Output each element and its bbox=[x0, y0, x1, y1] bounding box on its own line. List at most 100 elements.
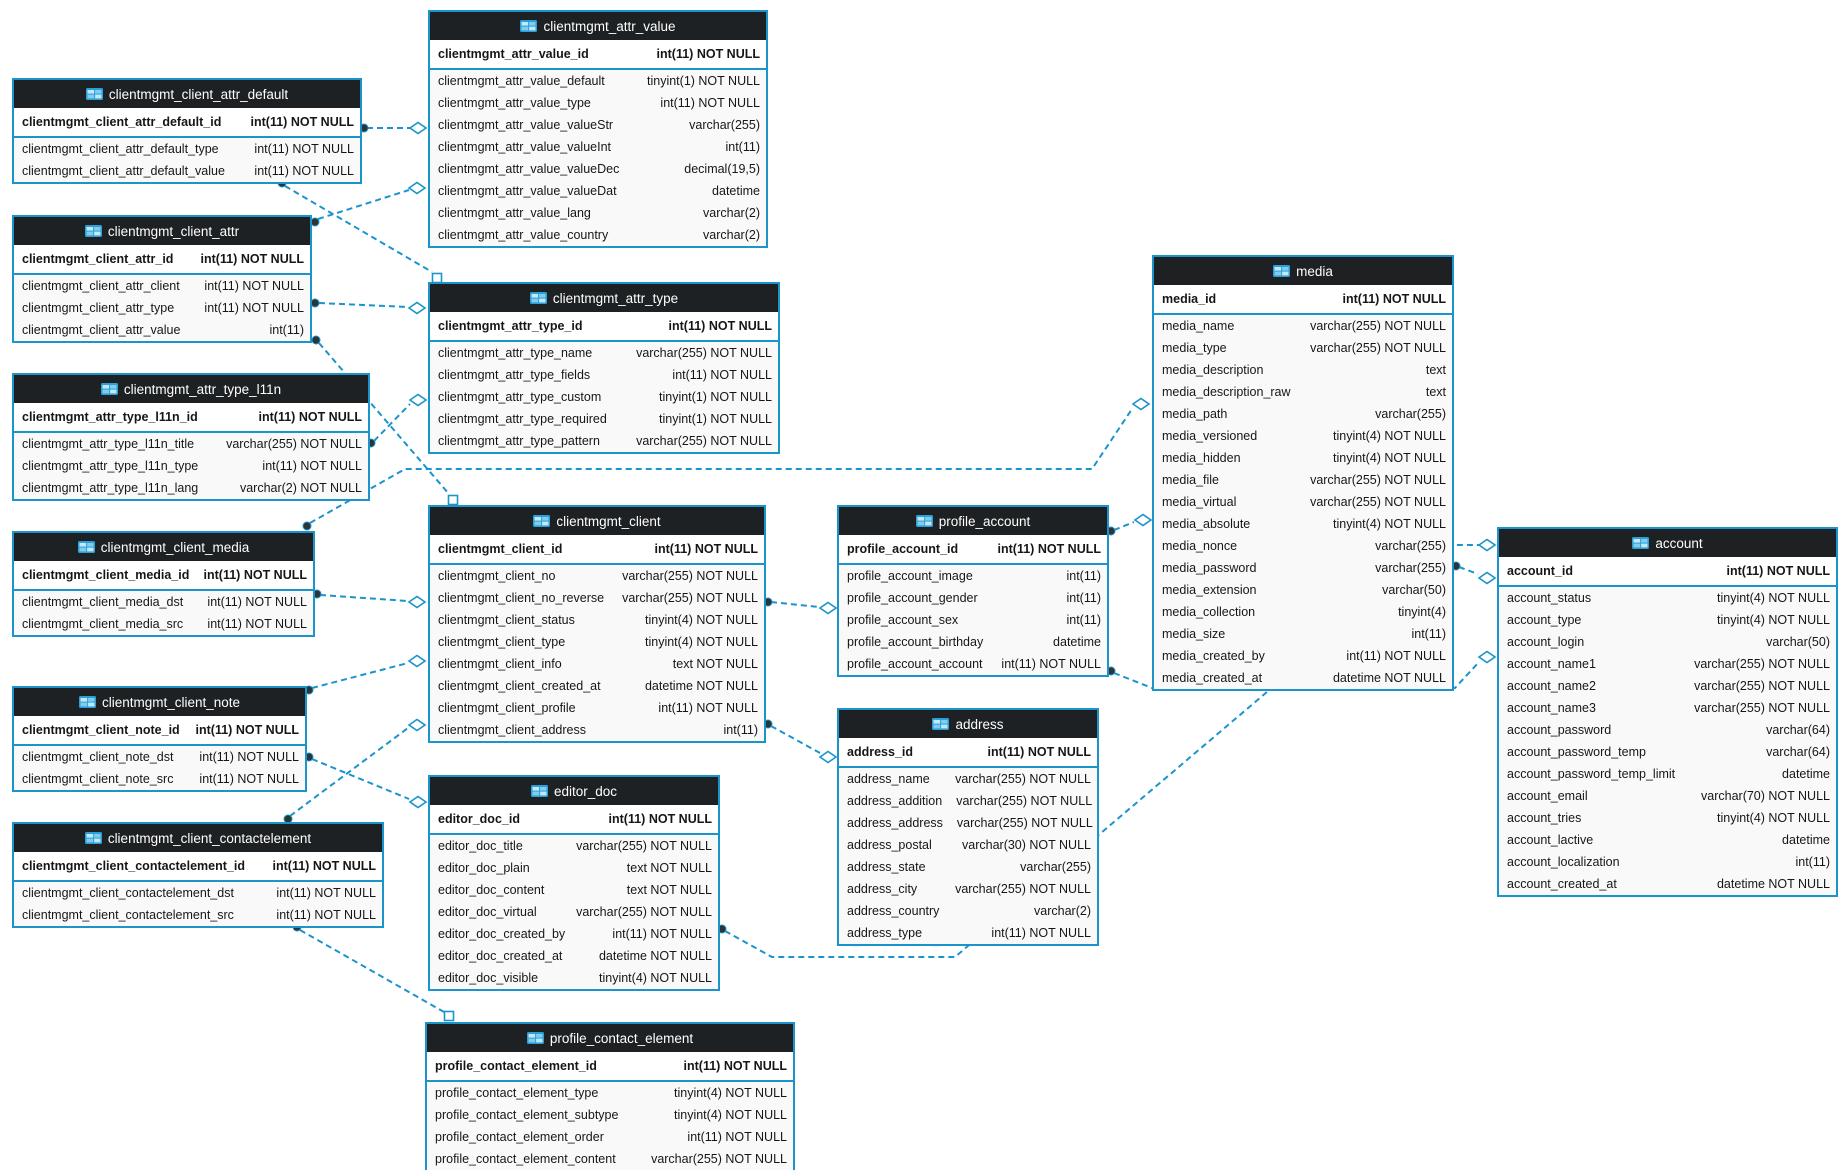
column-type: tinyint(4) NOT NULL bbox=[1717, 590, 1830, 605]
relationship-clientmgmt_client_attr--clientmgmt_client[interactable] bbox=[311, 335, 459, 506]
table-clientmgmt_client_media[interactable]: clientmgmt_client_media clientmgmt_client… bbox=[12, 531, 315, 637]
relationship-line[interactable] bbox=[373, 403, 411, 442]
primary-key-type: int(11) NOT NULL bbox=[1342, 291, 1446, 306]
relationship-line[interactable] bbox=[289, 727, 409, 817]
relationship-clientmgmt_client_attr_default--clientmgmt_attr_value[interactable] bbox=[359, 121, 428, 135]
column-type: varchar(2) bbox=[703, 205, 760, 220]
table-header[interactable]: clientmgmt_client_attr_default bbox=[14, 80, 360, 108]
table-header[interactable]: media bbox=[1154, 257, 1452, 285]
column-type: text bbox=[1425, 384, 1446, 399]
column-name: profile_account_account bbox=[847, 656, 983, 671]
table-header[interactable]: profile_account bbox=[839, 507, 1107, 535]
column-name: media_name bbox=[1162, 318, 1235, 333]
relationship-clientmgmt_client_note--editor_doc[interactable] bbox=[304, 752, 428, 809]
relationship-clientmgmt_client--address[interactable] bbox=[763, 719, 838, 764]
column-type: varchar(255) bbox=[1020, 859, 1091, 874]
column-name: clientmgmt_attr_value_valueStr bbox=[438, 117, 614, 132]
relationship-line[interactable] bbox=[1113, 521, 1135, 531]
column-type: tinyint(4) NOT NULL bbox=[1333, 428, 1446, 443]
table-title: account bbox=[1655, 535, 1703, 551]
relationship-line[interactable] bbox=[1458, 566, 1479, 575]
relationship-clientmgmt_client_attr--clientmgmt_attr_value[interactable] bbox=[310, 181, 427, 227]
column-name: editor_doc_plain bbox=[438, 860, 530, 875]
table-header[interactable]: address bbox=[839, 710, 1097, 738]
relationship-clientmgmt_client_attr--clientmgmt_attr_type[interactable] bbox=[310, 298, 427, 315]
relationship-line[interactable] bbox=[311, 758, 410, 800]
table-clientmgmt_attr_type[interactable]: clientmgmt_attr_type clientmgmt_attr_type… bbox=[428, 282, 780, 454]
column-type: int(11) NOT NULL bbox=[612, 926, 712, 941]
table-header[interactable]: account bbox=[1499, 529, 1836, 557]
table-header[interactable]: clientmgmt_client_contactelement bbox=[14, 824, 382, 852]
table-header[interactable]: clientmgmt_attr_type_l11n bbox=[14, 375, 368, 403]
column-name: clientmgmt_attr_type_pattern bbox=[438, 433, 600, 448]
relationship-line[interactable] bbox=[317, 189, 410, 220]
column-type: varchar(255) NOT NULL bbox=[1310, 472, 1446, 487]
primary-key-type: int(11) NOT NULL bbox=[668, 318, 772, 333]
relationship-line[interactable] bbox=[318, 302, 409, 308]
relationship-line[interactable] bbox=[319, 594, 409, 602]
relationship-editor_doc--account[interactable] bbox=[717, 538, 1497, 958]
relationship-clientmgmt_client_media--clientmgmt_client[interactable] bbox=[312, 589, 427, 609]
relationship-line[interactable] bbox=[311, 662, 409, 689]
diamond-connector-icon bbox=[407, 718, 427, 732]
column-type: varchar(255) NOT NULL bbox=[1694, 700, 1830, 715]
relationship-profile_account--media[interactable] bbox=[1106, 513, 1153, 536]
table-clientmgmt_attr_value[interactable]: clientmgmt_attr_value clientmgmt_attr_val… bbox=[428, 10, 768, 248]
column-name: address_state bbox=[847, 859, 926, 874]
relationship-line[interactable] bbox=[770, 725, 821, 754]
column-type: varchar(255) NOT NULL bbox=[576, 904, 712, 919]
relationship-line[interactable] bbox=[770, 601, 820, 608]
column-name: media_password bbox=[1162, 560, 1257, 575]
table-header[interactable]: editor_doc bbox=[430, 777, 718, 805]
column-type: varchar(30) NOT NULL bbox=[962, 837, 1091, 852]
relationship-line[interactable] bbox=[318, 342, 450, 495]
table-title: profile_account bbox=[938, 513, 1031, 529]
relationship-clientmgmt_client--profile_account[interactable] bbox=[763, 597, 838, 615]
column-type: int(11) bbox=[723, 722, 758, 737]
table-clientmgmt_client_note[interactable]: clientmgmt_client_note clientmgmt_client_… bbox=[12, 686, 307, 792]
column-name: clientmgmt_attr_value_type bbox=[438, 95, 591, 110]
column-type: datetime bbox=[1782, 766, 1830, 781]
relationship-line[interactable] bbox=[299, 929, 445, 1013]
table-header[interactable]: clientmgmt_client_attr bbox=[14, 217, 310, 245]
primary-key-type: int(11) NOT NULL bbox=[987, 744, 1091, 759]
table-header[interactable]: clientmgmt_attr_type bbox=[430, 284, 778, 312]
table-header[interactable]: clientmgmt_client_media bbox=[14, 533, 313, 561]
column-name: media_virtual bbox=[1162, 494, 1237, 509]
relationship-clientmgmt_client_contactelement--clientmgmt_client[interactable] bbox=[283, 718, 427, 824]
table-header[interactable]: profile_contact_element bbox=[427, 1024, 793, 1052]
relationship-media--account[interactable] bbox=[1451, 561, 1497, 585]
column-name: editor_doc_visible bbox=[438, 970, 539, 985]
table-header[interactable]: clientmgmt_client_note bbox=[14, 688, 305, 716]
column-type: varchar(255) NOT NULL bbox=[651, 1151, 787, 1166]
relationship-line[interactable] bbox=[284, 185, 433, 273]
relationship-clientmgmt_client_note--clientmgmt_client[interactable] bbox=[304, 654, 427, 695]
table-header[interactable]: clientmgmt_client bbox=[430, 507, 764, 535]
diamond-connector-icon bbox=[818, 601, 838, 615]
relationship-clientmgmt_attr_type_l11n--clientmgmt_attr_type[interactable] bbox=[366, 393, 428, 448]
table-header[interactable]: clientmgmt_attr_value bbox=[430, 12, 766, 40]
column-type: text NOT NULL bbox=[626, 882, 712, 897]
relationship-line[interactable] bbox=[724, 544, 1479, 958]
